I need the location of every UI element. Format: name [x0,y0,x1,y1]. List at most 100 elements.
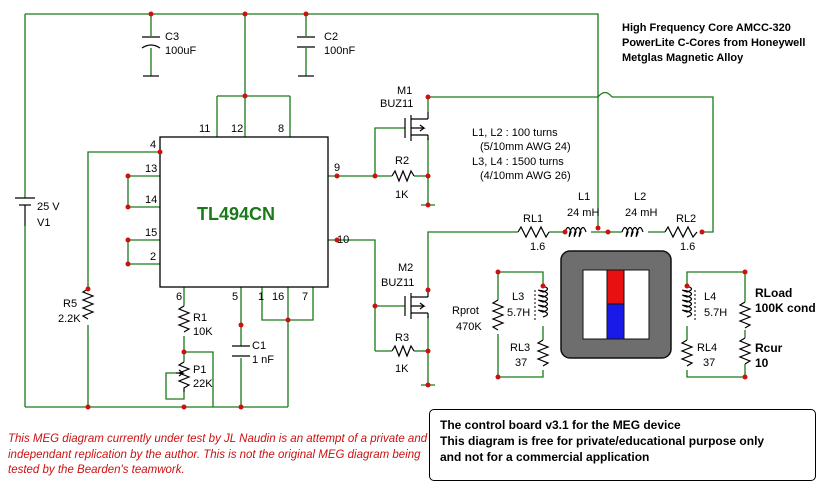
l3-value: 5.7H [507,307,530,319]
v1-ref: V1 [37,217,50,229]
magnetic-core [560,250,672,359]
l4-value: 5.7H [704,307,727,319]
inductor-l1 [564,226,587,238]
rl2-value: 1.6 [680,241,695,253]
rcur-ref: Rcur [755,341,783,355]
pin-13: 13 [145,163,157,175]
rl1-value: 1.6 [530,241,545,253]
r5-value: 2.2K [58,313,81,325]
pin-16: 16 [272,291,284,303]
resistor-r2 [391,169,415,183]
l1-value: 24 mH [567,207,599,219]
pin-2: 2 [150,251,156,263]
capacitor-c3 [141,36,161,77]
resistor-rl2 [664,225,698,239]
resistor-rl1 [517,225,550,239]
l3-ref: L3 [512,291,524,303]
mosfet-m2 [404,290,429,319]
l4-ref: L4 [704,291,716,303]
r2-value: 1K [395,189,409,201]
v1-value: 25 V [37,201,60,213]
p1-value: 22K [193,378,213,390]
rl3-value: 37 [515,357,527,369]
c2-value: 100nF [324,45,355,57]
header-note-2: PowerLite C-Cores from Honeywell [622,37,805,49]
resistor-r1 [177,305,191,333]
header-note-3: Metglas Magnetic Alloy [622,52,744,64]
pin-11: 11 [199,123,210,135]
mosfet-m1 [404,112,429,141]
resistor-rload [738,301,752,329]
r3-ref: R3 [395,332,409,344]
c1-value: 1 nF [252,354,274,366]
rprot-ref: Rprot [452,305,479,317]
coil-note-3: L3, L4 : 1500 turns [472,156,564,168]
resistor-rl4 [680,339,694,367]
rload-ref: RLoad [755,286,792,300]
capacitor-c1 [232,345,250,357]
c1-ref: C1 [252,340,266,352]
l2-ref: L2 [634,191,646,203]
rl4-value: 37 [703,357,715,369]
pin-14: 14 [145,194,157,206]
rcur-value: 10 [755,356,769,370]
pin-7: 7 [302,291,308,303]
c3-value: 100uF [165,45,196,57]
ic-name: TL494CN [197,204,275,224]
pin-1: 1 [258,291,264,303]
l2-value: 24 mH [625,207,657,219]
info-line-3: and not for a commercial application [440,450,650,464]
m1-value: BUZ11 [380,98,413,110]
magnet-south [606,303,625,340]
pin-8: 8 [278,123,284,135]
info-line-1: The control board v3.1 for the MEG devic… [440,418,681,432]
pin-6: 6 [176,291,182,303]
info-line-2: This diagram is free for private/educati… [440,434,765,448]
resistor-r5 [81,288,95,320]
r3-value: 1K [395,363,409,375]
l1-ref: L1 [578,191,590,203]
resistor-r3 [391,344,415,358]
rl1-ref: RL1 [523,213,543,225]
battery-v1 [15,197,35,226]
resistor-rl3 [536,339,550,367]
inductor-l2 [621,226,644,238]
wire-crossing-hop [597,91,613,98]
pin-10: 10 [337,234,349,246]
coil-note-1: L1, L2 : 100 turns [472,127,558,139]
pin-15: 15 [145,227,157,239]
pin-5: 5 [232,291,238,303]
disclaimer-note: This MEG diagram currently under test by… [8,433,428,476]
p1-ref: P1 [193,364,206,376]
inductor-l3 [534,285,549,322]
rload-value: 100K cond [755,301,816,315]
resistor-rcur [738,337,752,365]
coil-note-4: (4/10mm AWG 26) [480,170,571,182]
junction-dots [85,11,748,410]
rl2-ref: RL2 [676,213,696,225]
c3-ref: C3 [165,31,179,43]
inductor-l4 [681,285,696,322]
coil-note-2: (5/10mm AWG 24) [480,141,571,153]
potentiometer-p1 [176,361,191,392]
m1-ref: M1 [397,85,412,97]
ic-body [159,136,329,288]
capacitor-c2 [297,36,315,77]
info-box: The control board v3.1 for the MEG devic… [429,409,816,481]
pin-4: 4 [150,139,156,151]
pin-12: 12 [231,123,243,135]
rprot-value: 470K [456,321,482,333]
m2-ref: M2 [398,262,413,274]
resistor-rprot [491,299,505,331]
r5-ref: R5 [63,298,77,310]
r2-ref: R2 [395,155,409,167]
c2-ref: C2 [324,31,338,43]
rl3-ref: RL3 [510,342,530,354]
magnet-north [606,269,625,305]
pin-9: 9 [334,162,340,174]
r1-ref: R1 [193,312,207,324]
rl4-ref: RL4 [697,342,717,354]
header-note-1: High Frequency Core AMCC-320 [622,22,791,34]
r1-value: 10K [193,326,213,338]
